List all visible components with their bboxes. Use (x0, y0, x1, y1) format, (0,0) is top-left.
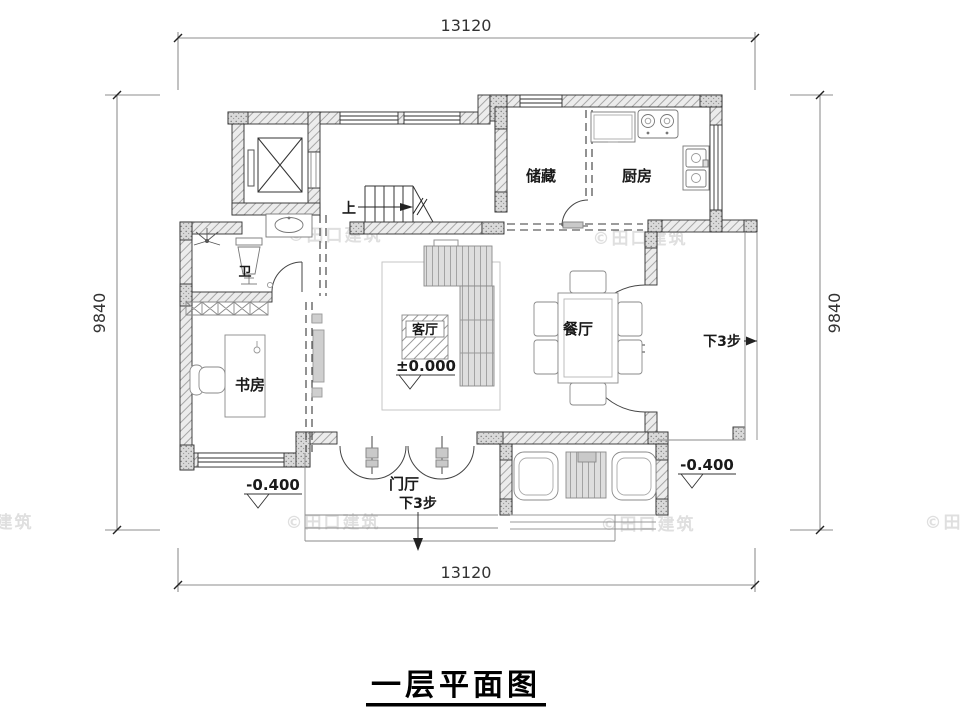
toilet-symbol (235, 237, 263, 285)
level-zero-value: ±0.000 (396, 357, 456, 375)
window-top-2 (403, 111, 461, 125)
dimension-annotations (105, 32, 833, 592)
door-storage (561, 199, 589, 229)
wall-elevator-right-upper (307, 111, 321, 153)
kitchen-counter (590, 111, 636, 143)
desk-chair-symbol (189, 364, 226, 396)
wall-connector (477, 94, 491, 125)
stove-symbol (637, 109, 679, 139)
door-entry-double (339, 436, 475, 480)
tv-cabinet-symbol (311, 313, 325, 398)
desk-symbol (224, 334, 266, 418)
dining-chair (569, 382, 607, 406)
level-minus-right-value: -0.400 (680, 456, 734, 474)
porch-table-symbol (565, 451, 607, 499)
study-furniture (185, 301, 325, 418)
armchair-symbol (513, 451, 559, 501)
steps-label-right: 下3步 (703, 333, 741, 350)
wall-south-east (476, 431, 669, 445)
wall-bathroom-south (179, 291, 273, 303)
elevator-door-gap (307, 151, 321, 189)
dining-chair (533, 339, 559, 375)
floor-drain-symbol (266, 281, 274, 289)
drawing-title: 一层平面图 (371, 668, 541, 703)
wall-elevator-bottom (231, 202, 321, 216)
dimension-right-value: 9840 (825, 293, 844, 334)
wall-exterior-left (179, 221, 193, 471)
room-label-dining: 餐厅 (563, 320, 593, 338)
level-markers (244, 374, 736, 509)
dining-chair (617, 301, 643, 337)
watermark-text: ©田口建筑 (0, 512, 34, 533)
drawing-title-block: 一层平面图 (366, 668, 546, 707)
room-label-storage: 储藏 (526, 167, 556, 185)
dimension-bottom (173, 548, 760, 592)
wall-stair-south (349, 221, 483, 235)
room-label-bathroom: 卫 (238, 265, 251, 280)
shower-head-icon (193, 228, 221, 246)
window-storage-top (519, 94, 563, 108)
terrace-right (657, 232, 758, 441)
stairs-symbol (358, 185, 434, 223)
windows (197, 94, 723, 468)
living-room-furniture (381, 239, 501, 411)
armchair-symbol (611, 451, 657, 501)
stairs-up-label: 上 (342, 201, 356, 217)
kitchen-fixtures (590, 109, 710, 191)
elevator-symbol (247, 137, 303, 193)
dimension-top (173, 32, 760, 90)
dimension-left (105, 90, 160, 535)
wall-terrace-top (647, 219, 758, 233)
dining-chair (569, 270, 607, 294)
dimension-bottom-value: 13120 (441, 563, 492, 582)
door-bathroom (271, 261, 303, 293)
wall-elevator-left (231, 111, 245, 216)
dimension-right (790, 90, 833, 535)
kitchen-sink-symbol (682, 145, 710, 191)
entry-steps (304, 453, 616, 551)
dimension-top-value: 13120 (441, 16, 492, 35)
bathroom-sink-symbol (265, 213, 313, 238)
level-minus-left-value: -0.400 (246, 476, 300, 494)
watermark-text: ©田口建筑 (601, 514, 696, 535)
room-label-kitchen: 厨房 (622, 167, 652, 185)
level-marker-left (244, 493, 302, 509)
dining-chair (533, 301, 559, 337)
watermark-text: ©田口建筑 (593, 228, 688, 249)
level-marker-zero (396, 374, 455, 390)
watermark-text: ©田口建筑 (925, 512, 961, 533)
columns (179, 94, 758, 516)
room-label-living: 客厅 (412, 322, 438, 338)
room-label-study: 书房 (235, 376, 265, 394)
steps-label-bottom: 下3步 (399, 495, 437, 512)
window-top-1 (339, 111, 399, 125)
dimension-left-value: 9840 (90, 293, 109, 334)
sofa-symbol (423, 239, 495, 387)
rug-symbol (401, 314, 449, 360)
bathroom-fixtures (193, 213, 313, 289)
title-underline (366, 703, 546, 707)
dining-chair (617, 339, 643, 375)
window-kitchen-right (709, 124, 723, 211)
room-label-foyer: 门厅 (389, 475, 419, 493)
porch-furniture (510, 451, 657, 530)
window-study-south (197, 452, 285, 468)
dining-furniture (533, 270, 643, 406)
level-marker-right (678, 473, 736, 489)
wardrobe-symbol (185, 301, 269, 316)
